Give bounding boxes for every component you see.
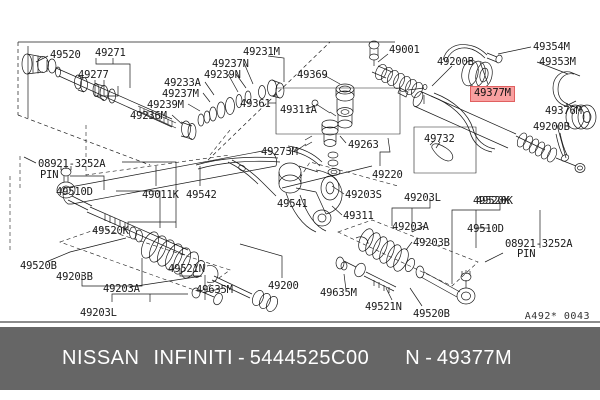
part-label[interactable]: 49237N [212,58,249,70]
footer-bar: NISSAN INFINITI - 5444525C00 N - 49377M [0,327,600,390]
part-label[interactable]: 49732 [424,133,455,145]
technical-drawing [0,40,600,323]
section-part-number: 49377M [436,347,513,369]
part-label[interactable]: 49520B [20,260,57,272]
part-label[interactable]: 08921-3252A [505,238,573,250]
left-tie-rod-assembly [56,165,278,312]
part-label[interactable]: 49011K [142,189,179,201]
part-label[interactable]: 49200 [268,280,299,292]
part-label[interactable]: 49203A [392,221,429,233]
part-49376M-coil [565,104,597,130]
part-label[interactable]: 49200B [437,56,474,68]
part-label[interactable]: 49353M [539,56,576,68]
part-label[interactable]: 49520K [476,195,513,207]
part-49376M-reservoir [461,59,493,89]
part-label[interactable]: 49354M [533,41,570,53]
part-label[interactable]: 49361 [240,98,271,110]
part-label[interactable]: 49236M [130,110,167,122]
part-49263-plug [321,119,339,147]
part-label[interactable]: 49510D [56,186,93,198]
part-label[interactable]: 49635M [196,284,233,296]
solid-group-boxes [27,46,206,300]
drawing-linework [0,40,600,323]
part-label[interactable]: 49520K [473,195,510,207]
part-49354M-hose [442,44,503,64]
part-label[interactable]: 49233A [164,77,201,89]
part-label[interactable]: 49237M [162,88,199,100]
part-label[interactable]: 49001 [389,44,420,56]
part-label[interactable]: 49520K [92,225,129,237]
part-49635M-right [340,261,348,271]
bottom-white-strip [0,390,600,400]
part-label-highlighted[interactable]: 49377M [470,86,515,102]
part-49377M-pipe [430,92,496,153]
footer-separator: - [238,347,245,369]
part-49200B-fitting [397,84,428,98]
part-label[interactable]: 49520 [50,49,81,61]
part-label[interactable]: 49510D [467,223,504,235]
part-label[interactable]: 49263 [348,139,379,151]
part-label[interactable]: 49369 [297,69,328,81]
rack-teeth [137,105,177,129]
part-label[interactable]: 49203B [56,271,93,283]
part-label[interactable]: PIN [40,169,59,181]
part-label[interactable]: 49203S [345,189,382,201]
part-49236M-stack [180,90,252,140]
part-label[interactable]: 49239M [147,99,184,111]
part-label[interactable]: 49220 [372,169,403,181]
part-49635M-left [191,287,223,306]
part-label[interactable]: 49271 [95,47,126,59]
part-49273M-lines [195,135,323,185]
part-label[interactable]: 49521N [365,301,402,313]
part-label[interactable]: 08921-3252A [38,158,106,170]
part-label[interactable]: 49542 [186,189,217,201]
part-label[interactable]: 49203L [80,307,117,319]
part-49203S-stack [327,151,341,176]
part-label[interactable]: 49203B [413,237,450,249]
drawing-reference-code: A492* 0043 [524,311,590,322]
catalog-number: 5444525C00 [249,347,370,369]
part-label[interactable]: 49203A [103,283,140,295]
part-label[interactable]: 49635M [320,287,357,299]
part-label[interactable]: 49203L [404,192,441,204]
part-49353M-clamp [552,71,581,107]
part-label[interactable]: 49200B [533,121,570,133]
part-label[interactable]: 49541 [277,198,308,210]
part-label[interactable]: 49521N [168,263,205,275]
part-label[interactable]: 49311A [280,104,317,116]
rack-shaft-upper [55,66,173,128]
part-49369-valve [311,83,355,129]
part-label[interactable]: 49231M [243,46,280,58]
section-separator: - [425,347,432,369]
part-label[interactable]: 49273M [261,146,298,158]
part-49732-bracket [429,140,454,162]
part-label[interactable]: PIN [517,248,536,260]
section-prefix: N [405,347,421,369]
part-49200-gear-body [62,149,343,233]
part-49231M-stack [258,79,285,99]
part-label[interactable]: 49239N [204,69,241,81]
callout-leaders [23,46,579,307]
part-49001-tie-rod [368,40,423,98]
part-label[interactable]: 49311 [343,210,374,222]
brand-nissan: NISSAN [62,347,140,369]
right-tie-rod-assembly [335,228,476,305]
part-label[interactable]: 49277 [78,69,109,81]
right-tie-rod-end [515,132,586,173]
part-label[interactable]: 49376M [545,105,582,117]
part-49520-group [21,53,57,75]
part-label[interactable]: 49520B [413,308,450,320]
brand-infiniti: INFINITI [153,347,234,369]
group-boundaries [9,125,479,293]
